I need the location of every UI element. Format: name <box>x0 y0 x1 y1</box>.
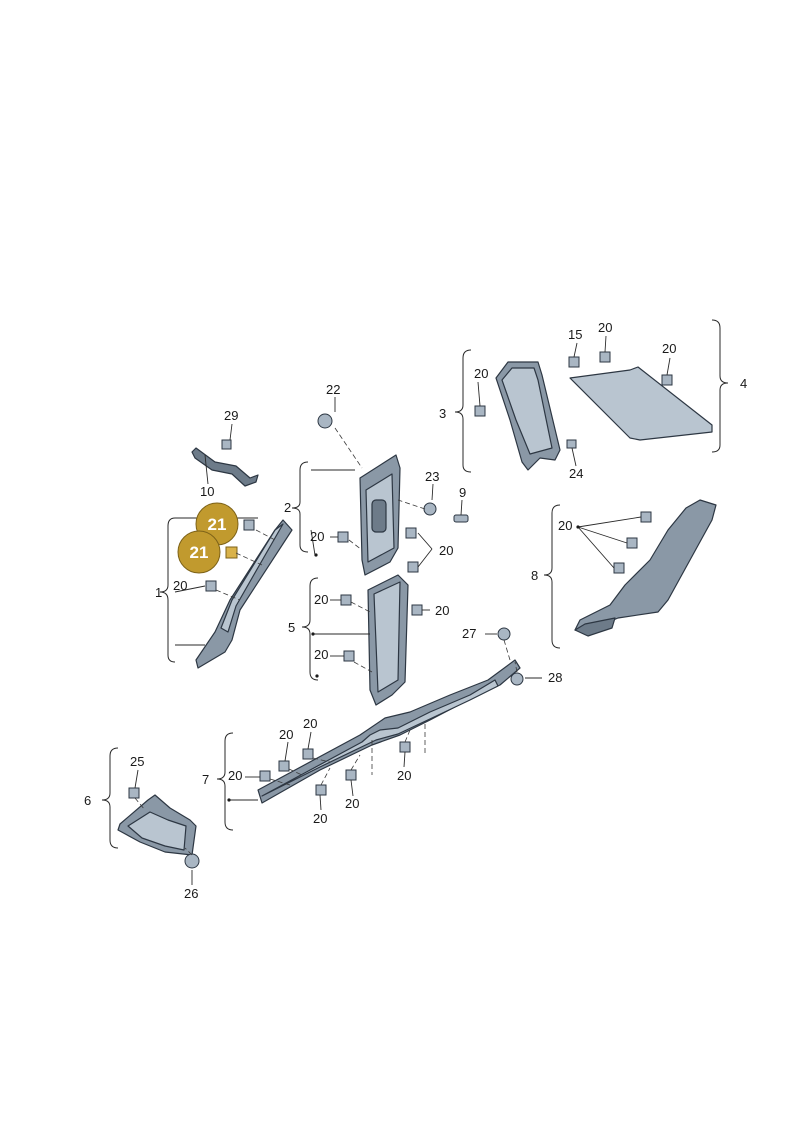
clip-20 <box>399 741 411 753</box>
label-22: 22 <box>326 382 340 397</box>
label-29: 29 <box>224 408 238 423</box>
screw-22 <box>317 413 333 429</box>
clip-25 <box>128 787 140 799</box>
clip-20 <box>302 748 314 760</box>
label-25: 25 <box>130 754 144 769</box>
badge-21-text: 21 <box>208 515 227 534</box>
label-20: 20 <box>439 543 453 558</box>
clip-20 <box>345 769 357 781</box>
c-pillar-face <box>501 367 553 455</box>
clip-20 <box>411 604 423 616</box>
clip-20 <box>640 511 652 523</box>
clip-20 <box>205 580 217 592</box>
label-20: 20 <box>310 529 324 544</box>
label-6: 6 <box>84 793 91 808</box>
clip-28 <box>510 672 524 686</box>
label-1: 1 <box>155 585 162 600</box>
clip-20 <box>259 770 271 782</box>
screw-26 <box>184 853 200 869</box>
clip-20 <box>405 527 417 539</box>
label-15: 15 <box>568 327 582 342</box>
label-28: 28 <box>548 670 562 685</box>
seatbelt-slot <box>371 499 387 533</box>
part-9 <box>453 514 469 523</box>
label-24: 24 <box>569 466 583 481</box>
badge-21-text: 21 <box>190 543 209 562</box>
clip-20 <box>337 531 349 543</box>
label-2: 2 <box>284 500 291 515</box>
b-pillar-lower-face <box>373 581 401 693</box>
label-20: 20 <box>397 768 411 783</box>
label-20: 20 <box>345 796 359 811</box>
footwell-face <box>127 811 187 851</box>
clip-20 <box>315 784 327 796</box>
label-20: 20 <box>662 341 676 356</box>
label-20: 20 <box>279 727 293 742</box>
clip-20 <box>278 760 290 772</box>
clip-20 <box>243 519 255 531</box>
label-7: 7 <box>202 772 209 787</box>
rear-side-panel <box>569 366 713 441</box>
label-20: 20 <box>314 647 328 662</box>
clip-20 <box>407 561 419 573</box>
clips <box>128 351 673 869</box>
label-3: 3 <box>439 406 446 421</box>
label-20: 20 <box>173 578 187 593</box>
clip-20 <box>626 537 638 549</box>
label-20: 20 <box>558 518 572 533</box>
part-labels: 1 2 3 4 5 6 7 8 9 10 15 22 23 24 25 26 2… <box>84 320 747 901</box>
clip-20 <box>613 562 625 574</box>
clip-29 <box>221 439 232 450</box>
a-pillar-trim <box>195 519 293 669</box>
label-27: 27 <box>462 626 476 641</box>
label-20: 20 <box>314 592 328 607</box>
label-8: 8 <box>531 568 538 583</box>
label-10: 10 <box>200 484 214 499</box>
bracket <box>191 447 259 487</box>
group-braces <box>101 319 729 849</box>
leader-dots <box>227 525 580 802</box>
clip-20 <box>340 594 352 606</box>
label-26: 26 <box>184 886 198 901</box>
clip-20 <box>661 374 673 386</box>
label-20: 20 <box>313 811 327 826</box>
clip-21 <box>225 546 238 559</box>
clip-24 <box>566 439 577 449</box>
clip-20 <box>343 650 355 662</box>
label-23: 23 <box>425 469 439 484</box>
screw-23 <box>423 502 437 516</box>
label-20: 20 <box>598 320 612 335</box>
wheelhouse-lip <box>574 617 616 637</box>
a-pillar-trim-face <box>220 523 284 633</box>
label-20: 20 <box>228 768 242 783</box>
clip-15 <box>568 356 580 368</box>
clip-20 <box>599 351 611 363</box>
label-9: 9 <box>459 485 466 500</box>
label-20: 20 <box>435 603 449 618</box>
screw-27 <box>497 627 511 641</box>
label-4: 4 <box>740 376 747 391</box>
label-20: 20 <box>474 366 488 381</box>
highlight-badge-lower: 21 <box>177 530 221 574</box>
dashed-guides <box>134 427 518 856</box>
label-20: 20 <box>303 716 317 731</box>
label-5: 5 <box>288 620 295 635</box>
door-sill-face <box>261 679 499 797</box>
clip-20 <box>474 405 486 417</box>
